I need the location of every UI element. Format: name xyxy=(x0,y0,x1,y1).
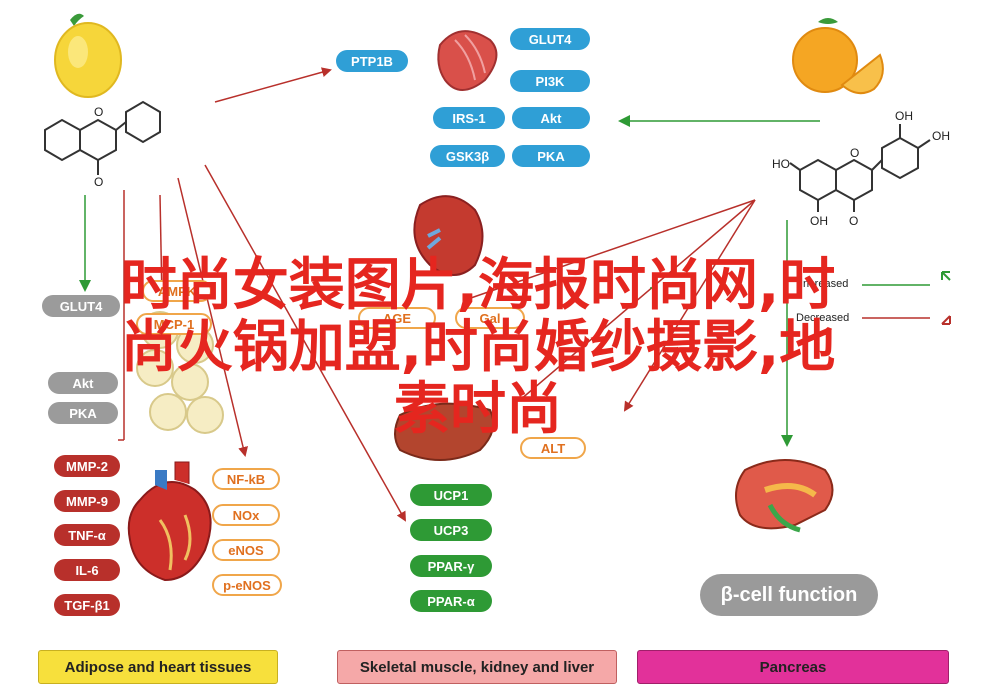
mol-ho-label: HO xyxy=(772,157,790,171)
pill-alt: ALT xyxy=(520,437,586,459)
mol-o-label: O xyxy=(849,214,858,228)
mol-o-label: O xyxy=(850,146,859,160)
pill-il6: IL-6 xyxy=(54,559,120,581)
mol-o-label: O xyxy=(94,175,103,189)
overlay-line-2: 尚火锅加盟,时尚婚纱摄影,地 xyxy=(120,315,836,380)
pill-akt: Akt xyxy=(512,107,590,129)
pill-gal: Gal xyxy=(455,307,525,329)
footer-pancreas: Pancreas xyxy=(637,650,949,684)
orange-fruit-icon xyxy=(792,18,884,95)
pill-pka-left: PKA xyxy=(48,402,118,424)
pill-penos: p-eNOS xyxy=(212,574,282,596)
muscle-icon xyxy=(437,30,498,91)
pill-akt-left: Akt xyxy=(48,372,118,394)
pill-mcp1: MCP-1 xyxy=(136,313,212,335)
footer-adipose-heart: Adipose and heart tissues xyxy=(38,650,278,684)
red-arrows xyxy=(118,67,756,522)
mol-oh-label: OH xyxy=(895,109,913,123)
beta-cell-function-badge: β-cell function xyxy=(700,574,878,616)
lemon-icon xyxy=(54,13,122,98)
legend-arrows xyxy=(862,271,951,325)
pill-mmp9: MMP-9 xyxy=(54,490,120,512)
flavonoid-molecule xyxy=(789,124,931,212)
heart-icon xyxy=(127,461,212,582)
legend-increased: Increased xyxy=(800,278,849,290)
pill-nfkb: NF-kB xyxy=(212,468,280,490)
overlay-title: 时尚女装图片,海报时尚网,时 尚火锅加盟,时尚婚纱摄影,地 素时尚 xyxy=(38,255,918,441)
pill-enos: eNOS xyxy=(212,539,280,561)
pill-ucp1: UCP1 xyxy=(410,484,492,506)
liver-icon xyxy=(394,402,495,461)
kidney-icon xyxy=(413,195,484,276)
pill-ucp3: UCP3 xyxy=(410,519,492,541)
pill-age: AGE xyxy=(358,307,436,329)
pill-irs1: IRS-1 xyxy=(433,107,505,129)
pill-pi3k: PI3K xyxy=(510,70,590,92)
mol-oh-label: OH xyxy=(810,214,828,228)
pill-nox: NOx xyxy=(212,504,280,526)
footer-skeletal-kidney-liver: Skeletal muscle, kidney and liver xyxy=(337,650,617,684)
pill-mmp2: MMP-2 xyxy=(54,455,120,477)
mol-oh-label: OH xyxy=(932,129,950,143)
pancreas-icon xyxy=(735,459,834,533)
pill-glut4-left: GLUT4 xyxy=(42,295,120,317)
pill-tgfb1: TGF-β1 xyxy=(54,594,120,616)
green-arrows xyxy=(79,115,820,447)
flavone-molecule xyxy=(44,100,161,175)
pill-pka: PKA xyxy=(512,145,590,167)
pill-gsk3b: GSK3β xyxy=(430,145,505,167)
legend-decreased: Decreased xyxy=(796,312,850,324)
pill-ppara: PPAR-α xyxy=(410,590,492,612)
pill-pparg: PPAR-γ xyxy=(410,555,492,577)
overlay-line-1: 时尚女装图片,海报时尚网,时 xyxy=(120,253,836,318)
pill-tnfa: TNF-α xyxy=(54,524,120,546)
mol-o-label: O xyxy=(94,105,103,119)
pill-ptp1b: PTP1B xyxy=(336,50,408,72)
pill-glut4: GLUT4 xyxy=(510,28,590,50)
pill-ampk: AMPK xyxy=(142,280,212,302)
overlay-line-3: 素时尚 xyxy=(394,377,562,442)
